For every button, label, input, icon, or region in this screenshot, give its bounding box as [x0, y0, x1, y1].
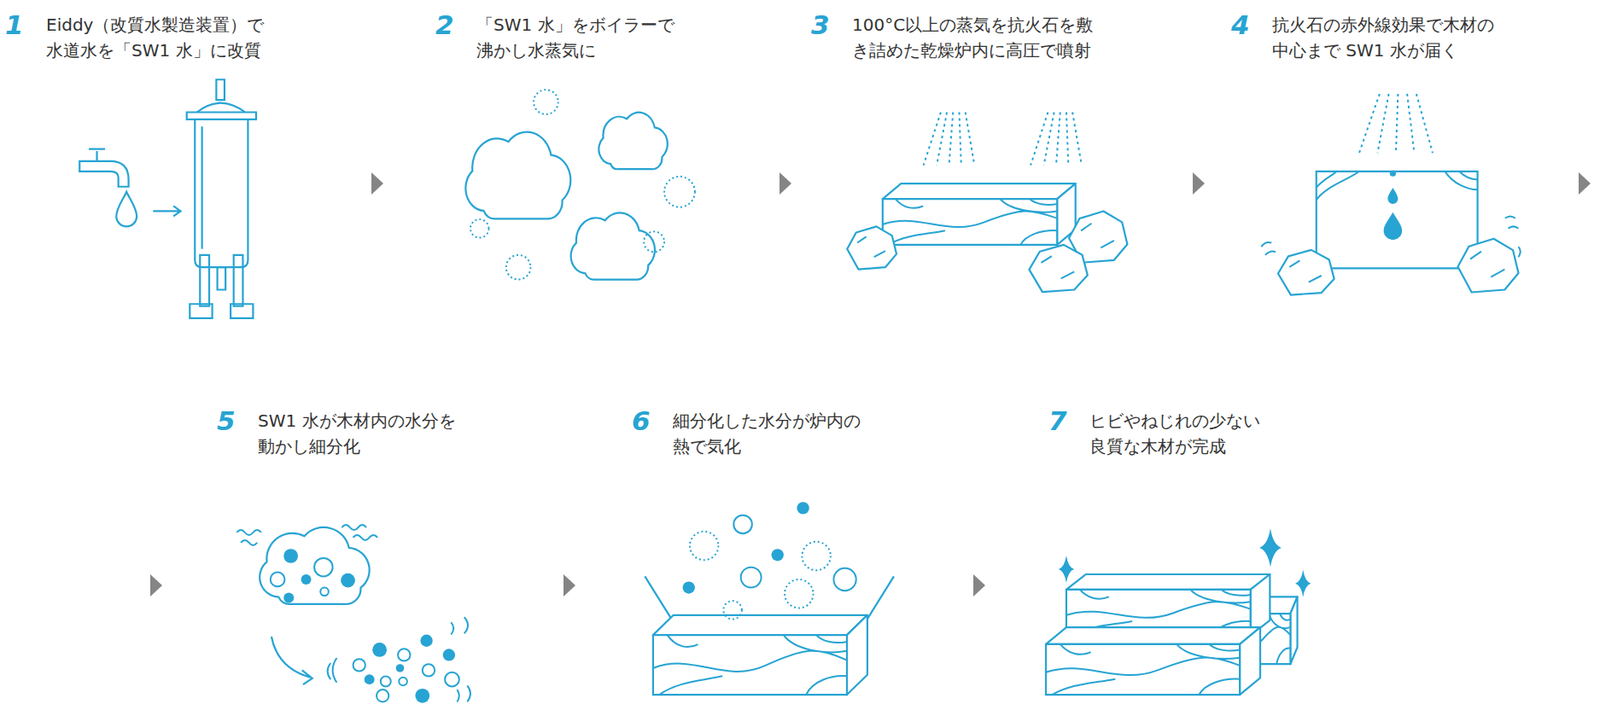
step-number: 7 — [1048, 408, 1090, 434]
steam-illustration — [465, 89, 695, 280]
process-step: 7ヒビやねじれの少ない 良質な木材が完成 — [1048, 408, 1290, 463]
step-description: Eiddy（改質水製造装置）で 水道水を「SW1 水」に改質 — [46, 11, 320, 64]
step-number: 2 — [435, 11, 477, 38]
evaporation-illustration — [644, 502, 894, 695]
step-arrow — [150, 172, 1591, 597]
step-arrow — [779, 172, 792, 195]
step-description: SW1 水が木材内の水分を 動かし細分化 — [257, 408, 502, 460]
step-arrow — [563, 574, 576, 597]
process-step: 2「SW1 水」をボイラーで 沸かし水蒸気に — [435, 11, 698, 67]
process-step: 5SW1 水が木材内の水分を 動かし細分化 — [216, 408, 505, 463]
step-number: 6 — [631, 408, 673, 434]
kiln-spray-illustration — [846, 111, 1128, 292]
process-step: 6細分化した水分が炉内の 熱で気化 — [631, 408, 886, 463]
step-description: 「SW1 水」をボイラーで 沸かし水蒸気に — [476, 11, 695, 64]
step-description: 細分化した水分が炉内の 熱で気化 — [672, 408, 882, 460]
finished-lumber-illustration — [1045, 528, 1311, 695]
step-arrow — [1192, 172, 1205, 195]
step-number: 1 — [5, 11, 47, 38]
water-split-illustration — [236, 525, 471, 704]
step-number: 3 — [811, 11, 853, 38]
step-description: ヒビやねじれの少ない 良質な木材が完成 — [1089, 408, 1286, 460]
step-description: 抗火石の赤外線効果で木材の 中心まで SW1 水が届く — [1272, 11, 1516, 64]
process-step: 1Eiddy（改質水製造装置）で 水道水を「SW1 水」に改質 — [5, 11, 323, 67]
water-tank-illustration — [79, 79, 257, 319]
step-description: 100°C以上の蒸気を抗火石を敷 き詰めた乾燥炉内に高圧で噴射 — [852, 11, 1147, 64]
process-step: 4抗火石の赤外線効果で木材の 中心まで SW1 水が届く — [1231, 11, 1519, 67]
step-arrow — [973, 574, 986, 597]
step-arrow — [371, 172, 384, 195]
step-number: 4 — [1231, 11, 1273, 38]
process-step: 3100°C以上の蒸気を抗火石を敷 き詰めた乾燥炉内に高圧で噴射 — [811, 11, 1151, 67]
infrared-illustration — [1261, 93, 1521, 296]
step-number: 5 — [216, 408, 258, 434]
